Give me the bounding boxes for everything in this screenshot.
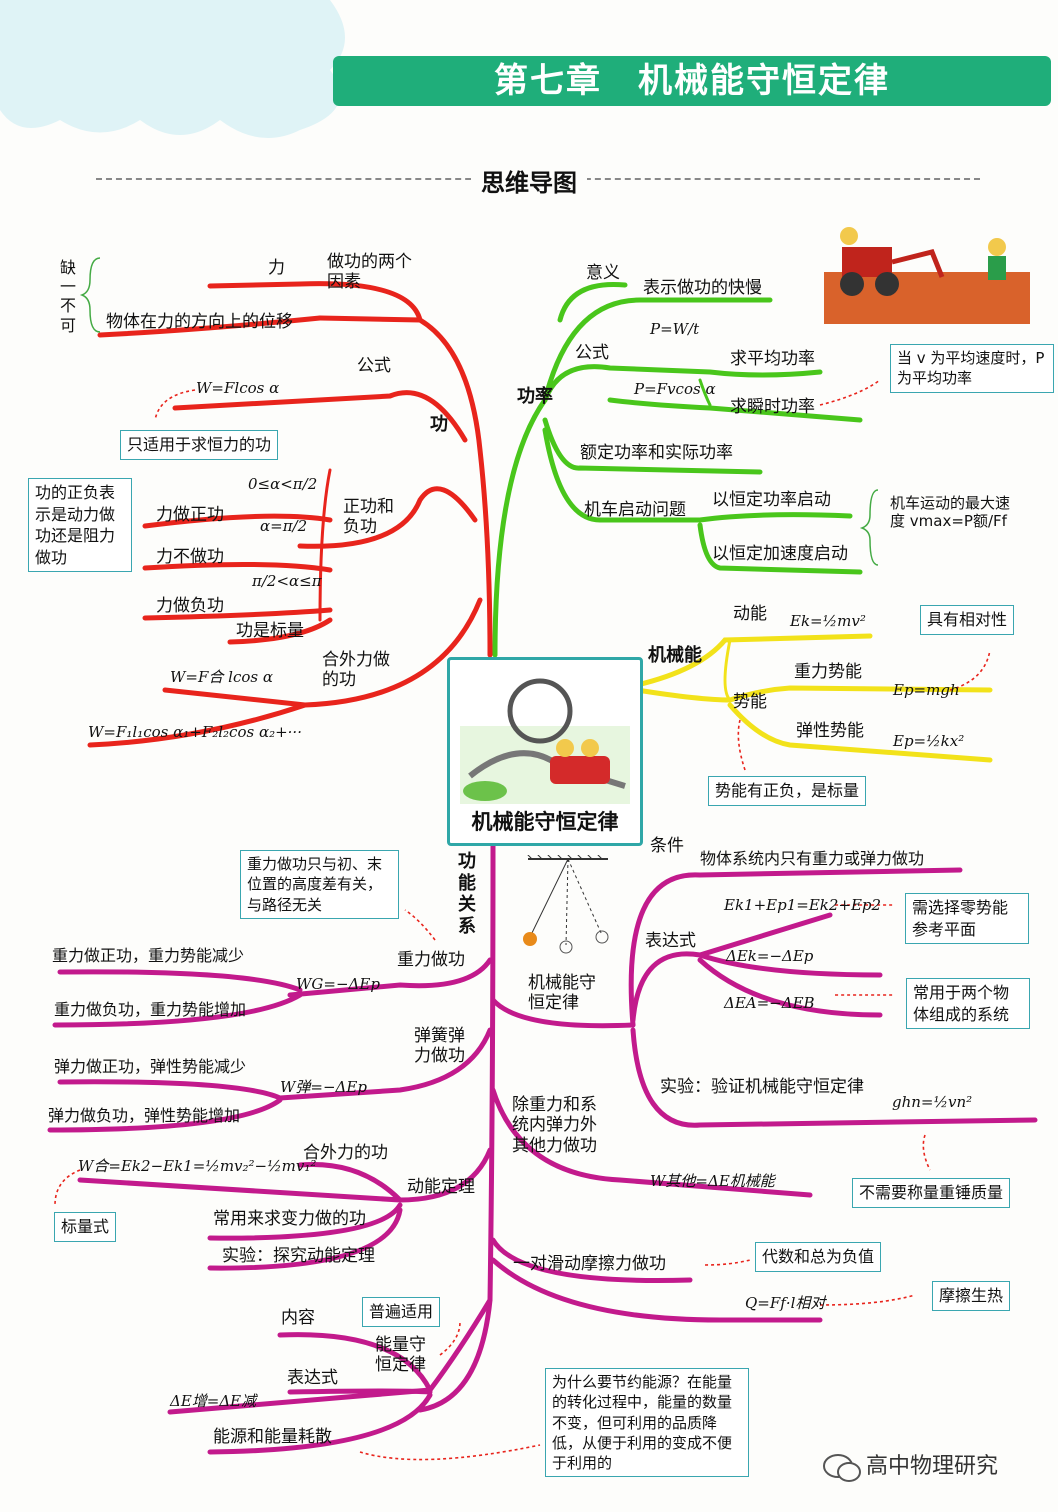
angle-cond-3: π/2<α≤π xyxy=(252,572,322,590)
no-mass-note: 不需要称量重锤质量 xyxy=(852,1178,1011,1208)
save-energy-note: 为什么要节约能源？在能量的转化过程中，能量的数量不变，但可利用的品质降低，从便于… xyxy=(545,1368,749,1478)
energy-dissipation: 能源和能量耗散 xyxy=(213,1427,332,1447)
spring-work-formula: W弹=−ΔEp xyxy=(280,1078,367,1096)
net-work-item: 合外力的功 xyxy=(303,1143,388,1163)
conservation-node-label: 机械能守恒定律 xyxy=(528,973,596,1014)
power-formula-1: P=W/t xyxy=(650,320,700,338)
workers-illustration xyxy=(824,227,1030,324)
pe-sign-note: 势能有正负，是标量 xyxy=(708,776,867,806)
friction-negative-note: 代数和总为负值 xyxy=(755,1242,882,1272)
work-positive: 力做正功 xyxy=(156,505,224,525)
gravity-work-note: 重力做功只与初、末位置的高度差有关，与路径无关 xyxy=(240,850,399,919)
power-meaning-label: 意义 xyxy=(586,263,620,283)
variable-force-use: 常用来求变力做的功 xyxy=(213,1209,366,1229)
relativity-note: 具有相对性 xyxy=(920,605,1015,635)
energy-conservation-label: 能量守恒定律 xyxy=(375,1335,426,1376)
power-formula-1-use: 求平均功率 xyxy=(730,349,815,369)
relation-branch-label: 功能关系 xyxy=(458,851,476,937)
condition-label: 条件 xyxy=(650,836,684,856)
kinetic-energy-formula: Ek=½mv² xyxy=(790,612,866,630)
conservation-experiment: 实验：验证机械能守恒定律 xyxy=(660,1077,864,1097)
power-branch-label: 功率 xyxy=(517,386,553,407)
watermark-text: 高中物理研究 xyxy=(866,1454,999,1479)
factor-force: 力 xyxy=(268,258,285,278)
gravity-work-label: 重力做功 xyxy=(397,950,465,970)
zero-reference-note: 需选择零势能参考平面 xyxy=(905,893,1029,945)
start-constant-accel: 以恒定加速度启动 xyxy=(712,544,848,564)
energy-expression: ΔE增=ΔE减 xyxy=(170,1392,257,1410)
conservation-expr-1: Ek1+Ep1=Ek2+Ep2 xyxy=(724,896,882,914)
mech-branch-label: 机械能 xyxy=(648,645,702,666)
elastic-pe-formula: Ep=½kx² xyxy=(893,732,965,750)
ke-theorem-label: 动能定理 xyxy=(407,1177,475,1197)
angle-cond-2: α=π/2 xyxy=(260,517,308,535)
work-branch-label: 功 xyxy=(430,414,448,435)
work-formula: W=Flcos α xyxy=(196,379,280,397)
conservation-expr-label: 表达式 xyxy=(645,931,696,951)
friction-pair-label: 一对滑动摩擦力做功 xyxy=(513,1254,666,1274)
spring-positive: 弹力做正功，弹性势能减少 xyxy=(54,1057,247,1076)
work-scalar: 功是标量 xyxy=(236,621,304,641)
gravity-pe-label: 重力势能 xyxy=(794,662,862,682)
wechat-icon xyxy=(823,1454,861,1482)
power-formula-2: P=Fvcos α xyxy=(634,380,716,398)
work-zero: 力不做功 xyxy=(156,547,224,567)
ke-theorem-formula: W合=Ek2−Ek1=½mv₂²−½mv₁² xyxy=(78,1157,317,1175)
start-constant-power: 以恒定功率启动 xyxy=(712,490,831,510)
net-work-formula-1: W=F合 lcos α xyxy=(170,668,273,686)
gravity-negative: 重力做负功，重力势能增加 xyxy=(54,1000,247,1019)
angle-cond-1: 0≤α<π/2 xyxy=(248,475,318,493)
missing-one-label: 缺一不可 xyxy=(60,258,77,335)
factors-label: 做功的两个因素 xyxy=(327,252,412,293)
elastic-pe-label: 弹性势能 xyxy=(796,721,864,741)
factor-displacement: 物体在力的方向上的位移 xyxy=(106,312,293,332)
net-work-formula-2: W=F₁l₁cos α₁+F₂l₂cos α₂+··· xyxy=(88,723,302,741)
net-work-label: 合外力做的功 xyxy=(322,650,390,691)
gravity-pe-formula: Ep=mgh xyxy=(893,681,960,699)
spring-work-label: 弹簧弹力做功 xyxy=(414,1026,465,1067)
power-formula-label: 公式 xyxy=(575,343,609,363)
scalar-eq-note: 标量式 xyxy=(54,1212,117,1242)
roller-coaster-illustration xyxy=(460,678,630,804)
condition-text: 物体系统内只有重力或弹力做功 xyxy=(700,849,925,868)
conservation-expr-3: ΔEA=−ΔEB xyxy=(724,994,815,1012)
power-meaning: 表示做功的快慢 xyxy=(643,278,762,298)
universal-note: 普遍适用 xyxy=(362,1297,441,1327)
work-formula-note: 只适用于求恒力的功 xyxy=(120,430,279,460)
energy-expression-label: 表达式 xyxy=(287,1368,338,1388)
mindmap-subtitle: 思维导图 xyxy=(0,163,1058,198)
power-formula-2-use: 求瞬时功率 xyxy=(730,397,815,417)
energy-content: 内容 xyxy=(281,1308,315,1328)
gravity-positive: 重力做正功，重力势能减少 xyxy=(52,946,245,965)
friction-heat-formula: Q=Ff·l相对 xyxy=(745,1294,826,1312)
cloud-decoration xyxy=(0,0,345,138)
rated-power: 额定功率和实际功率 xyxy=(580,443,733,463)
other-forces-formula: W其他=ΔE机械能 xyxy=(650,1172,775,1190)
central-node: 机械能守恒定律 xyxy=(447,657,643,846)
max-speed-note: 机车运动的最大速度 vmax=P额/Ff xyxy=(890,494,1011,530)
two-body-note: 常用于两个物体组成的系统 xyxy=(906,978,1030,1030)
pendulum-illustration xyxy=(523,855,609,954)
potential-energy-label: 势能 xyxy=(733,692,767,712)
vehicle-start-label: 机车启动问题 xyxy=(584,500,686,520)
conservation-expr-2: ΔEk=−ΔEp xyxy=(726,947,814,965)
other-forces-label: 除重力和系统内弹力外其他力做功 xyxy=(512,1095,597,1156)
experiment-formula: ghn=½vn² xyxy=(892,1093,973,1111)
friction-heat-note: 摩擦生热 xyxy=(932,1281,1011,1311)
spring-negative: 弹力做负功，弹性势能增加 xyxy=(48,1106,241,1125)
work-formula-label: 公式 xyxy=(357,356,391,376)
central-node-label: 机械能守恒定律 xyxy=(471,810,619,834)
power-average-note: 当 v 为平均速度时，P 为平均功率 xyxy=(890,344,1054,393)
work-sign-label: 正功和负功 xyxy=(343,497,394,538)
kinetic-energy-label: 动能 xyxy=(733,604,767,624)
work-negative: 力做负功 xyxy=(156,596,224,616)
chapter-title: 第七章 机械能守恒定律 xyxy=(494,61,890,101)
chapter-title-band: 第七章 机械能守恒定律 xyxy=(333,56,1051,106)
ke-experiment: 实验：探究动能定理 xyxy=(222,1246,375,1266)
work-sign-note: 功的正负表示是动力做功还是阻力做功 xyxy=(28,478,132,573)
gravity-work-formula: WG=−ΔEp xyxy=(296,975,380,993)
